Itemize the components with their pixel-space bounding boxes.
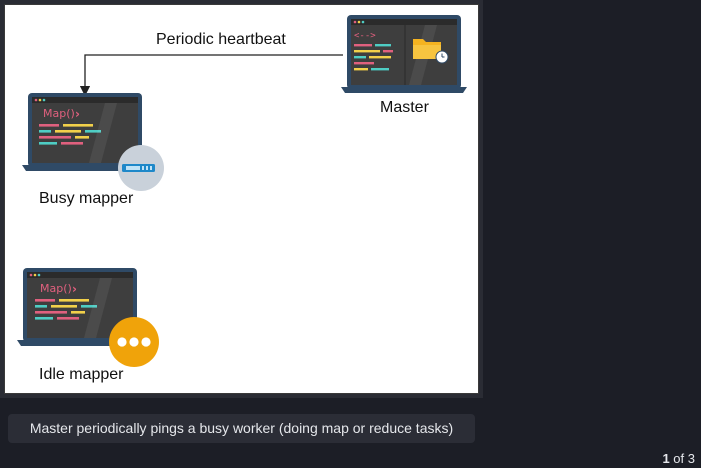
idle-status-icon <box>109 317 159 367</box>
svg-text:›: › <box>75 107 80 121</box>
idle-mapper-laptop-icon: Map() › <box>17 268 143 346</box>
idle-mapper-label: Idle mapper <box>39 366 124 383</box>
master-laptop-icon: <--> <box>341 15 467 93</box>
total-slides-number: 3 <box>687 451 695 466</box>
diagram-canvas: <--> <box>4 4 479 394</box>
slide-viewer: <--> <box>0 0 483 398</box>
diagram-svg: <--> <box>17 15 467 367</box>
counter-separator: of <box>673 451 685 466</box>
folder-icon <box>413 39 441 59</box>
busy-mapper-laptop-icon: Map() › <box>22 93 148 171</box>
master-label: Master <box>380 99 429 116</box>
busy-screen-text: Map() <box>43 107 75 120</box>
svg-text:<-->: <--> <box>354 31 376 41</box>
busy-mapper-label: Busy mapper <box>39 190 134 207</box>
clock-icon <box>435 50 449 64</box>
idle-screen-text: Map() <box>40 282 72 295</box>
busy-status-icon <box>118 145 164 191</box>
slide-counter: 1 of 3 <box>662 451 695 466</box>
heartbeat-arrow <box>79 54 343 97</box>
heartbeat-label: Periodic heartbeat <box>156 31 286 48</box>
current-slide-number: 1 <box>662 451 670 466</box>
slide-caption: Master periodically pings a busy worker … <box>8 414 475 443</box>
svg-text:›: › <box>72 282 77 296</box>
